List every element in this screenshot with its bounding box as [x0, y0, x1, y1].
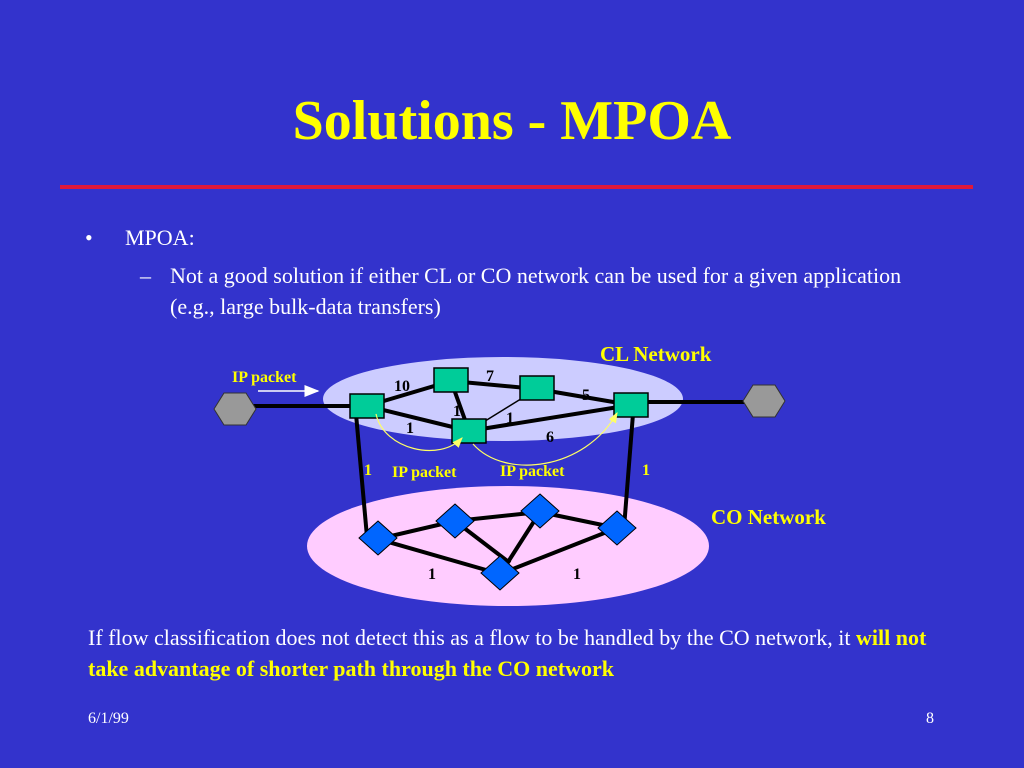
link-cl-co-left: [354, 413, 369, 538]
host-right-icon: [742, 384, 786, 418]
link-weights: 10 7 5 1 1 1 6 1 1: [394, 368, 590, 583]
caption: If flow classification does not detect t…: [88, 622, 948, 684]
co-network-label: CO Network: [711, 505, 826, 529]
weight-label: 1: [406, 420, 414, 437]
caption-emphasis: will not take advantage of shorter path …: [88, 625, 927, 681]
co-switch-top-right: [520, 493, 560, 529]
caption-text: If flow classification does not detect t…: [88, 625, 856, 650]
cl-network-cloud: [323, 357, 683, 441]
cl-network-label: CL Network: [600, 342, 712, 366]
cl-router-ingress: [349, 393, 385, 419]
cl-co-link-weights: 1 1: [364, 462, 650, 479]
co-switch-right: [597, 510, 637, 546]
weight-label: 1: [642, 462, 650, 479]
weight-label: 10: [394, 378, 410, 395]
bullet-text: MPOA:: [125, 225, 195, 250]
bullet-marker: •: [85, 225, 93, 250]
ip-packet-label-right: IP packet: [500, 463, 565, 480]
weight-label: 5: [582, 387, 590, 404]
weight-label: 1: [506, 410, 514, 427]
ip-packet-label-left: IP packet: [392, 464, 457, 481]
co-switches: [358, 493, 637, 591]
cl-router-top-left: [433, 367, 469, 393]
packet-path-arrow-2: [472, 411, 618, 466]
ip-packet-label-top: IP packet: [232, 369, 297, 386]
co-switch-top-left: [435, 503, 475, 539]
sub-bullet-text: Not a good solution if either CL or CO n…: [170, 263, 902, 319]
weight-label: 6: [546, 429, 554, 446]
weight-label: 1: [453, 403, 461, 420]
cl-router-egress: [613, 392, 649, 418]
weight-label: 1: [428, 566, 436, 583]
weight-label: 7: [486, 368, 494, 385]
weight-label: 1: [573, 566, 581, 583]
packet-path-arrow-1: [375, 413, 463, 452]
co-switch-left: [358, 520, 398, 556]
page-number: 8: [926, 710, 934, 727]
weight-label: 1: [364, 462, 372, 479]
title-divider: [60, 185, 973, 189]
cl-router-center: [451, 418, 487, 444]
co-switch-bottom: [480, 555, 520, 591]
host-left-icon: [213, 392, 257, 426]
cl-routers: [349, 367, 649, 444]
link-cl-co-right: [622, 413, 635, 529]
sub-bullet-marker: –: [140, 263, 151, 288]
slide-title: Solutions - MPOA: [292, 90, 732, 152]
co-network-cloud: [307, 486, 709, 606]
footer-date: 6/1/99: [88, 710, 129, 727]
cl-router-top-right: [519, 375, 555, 401]
